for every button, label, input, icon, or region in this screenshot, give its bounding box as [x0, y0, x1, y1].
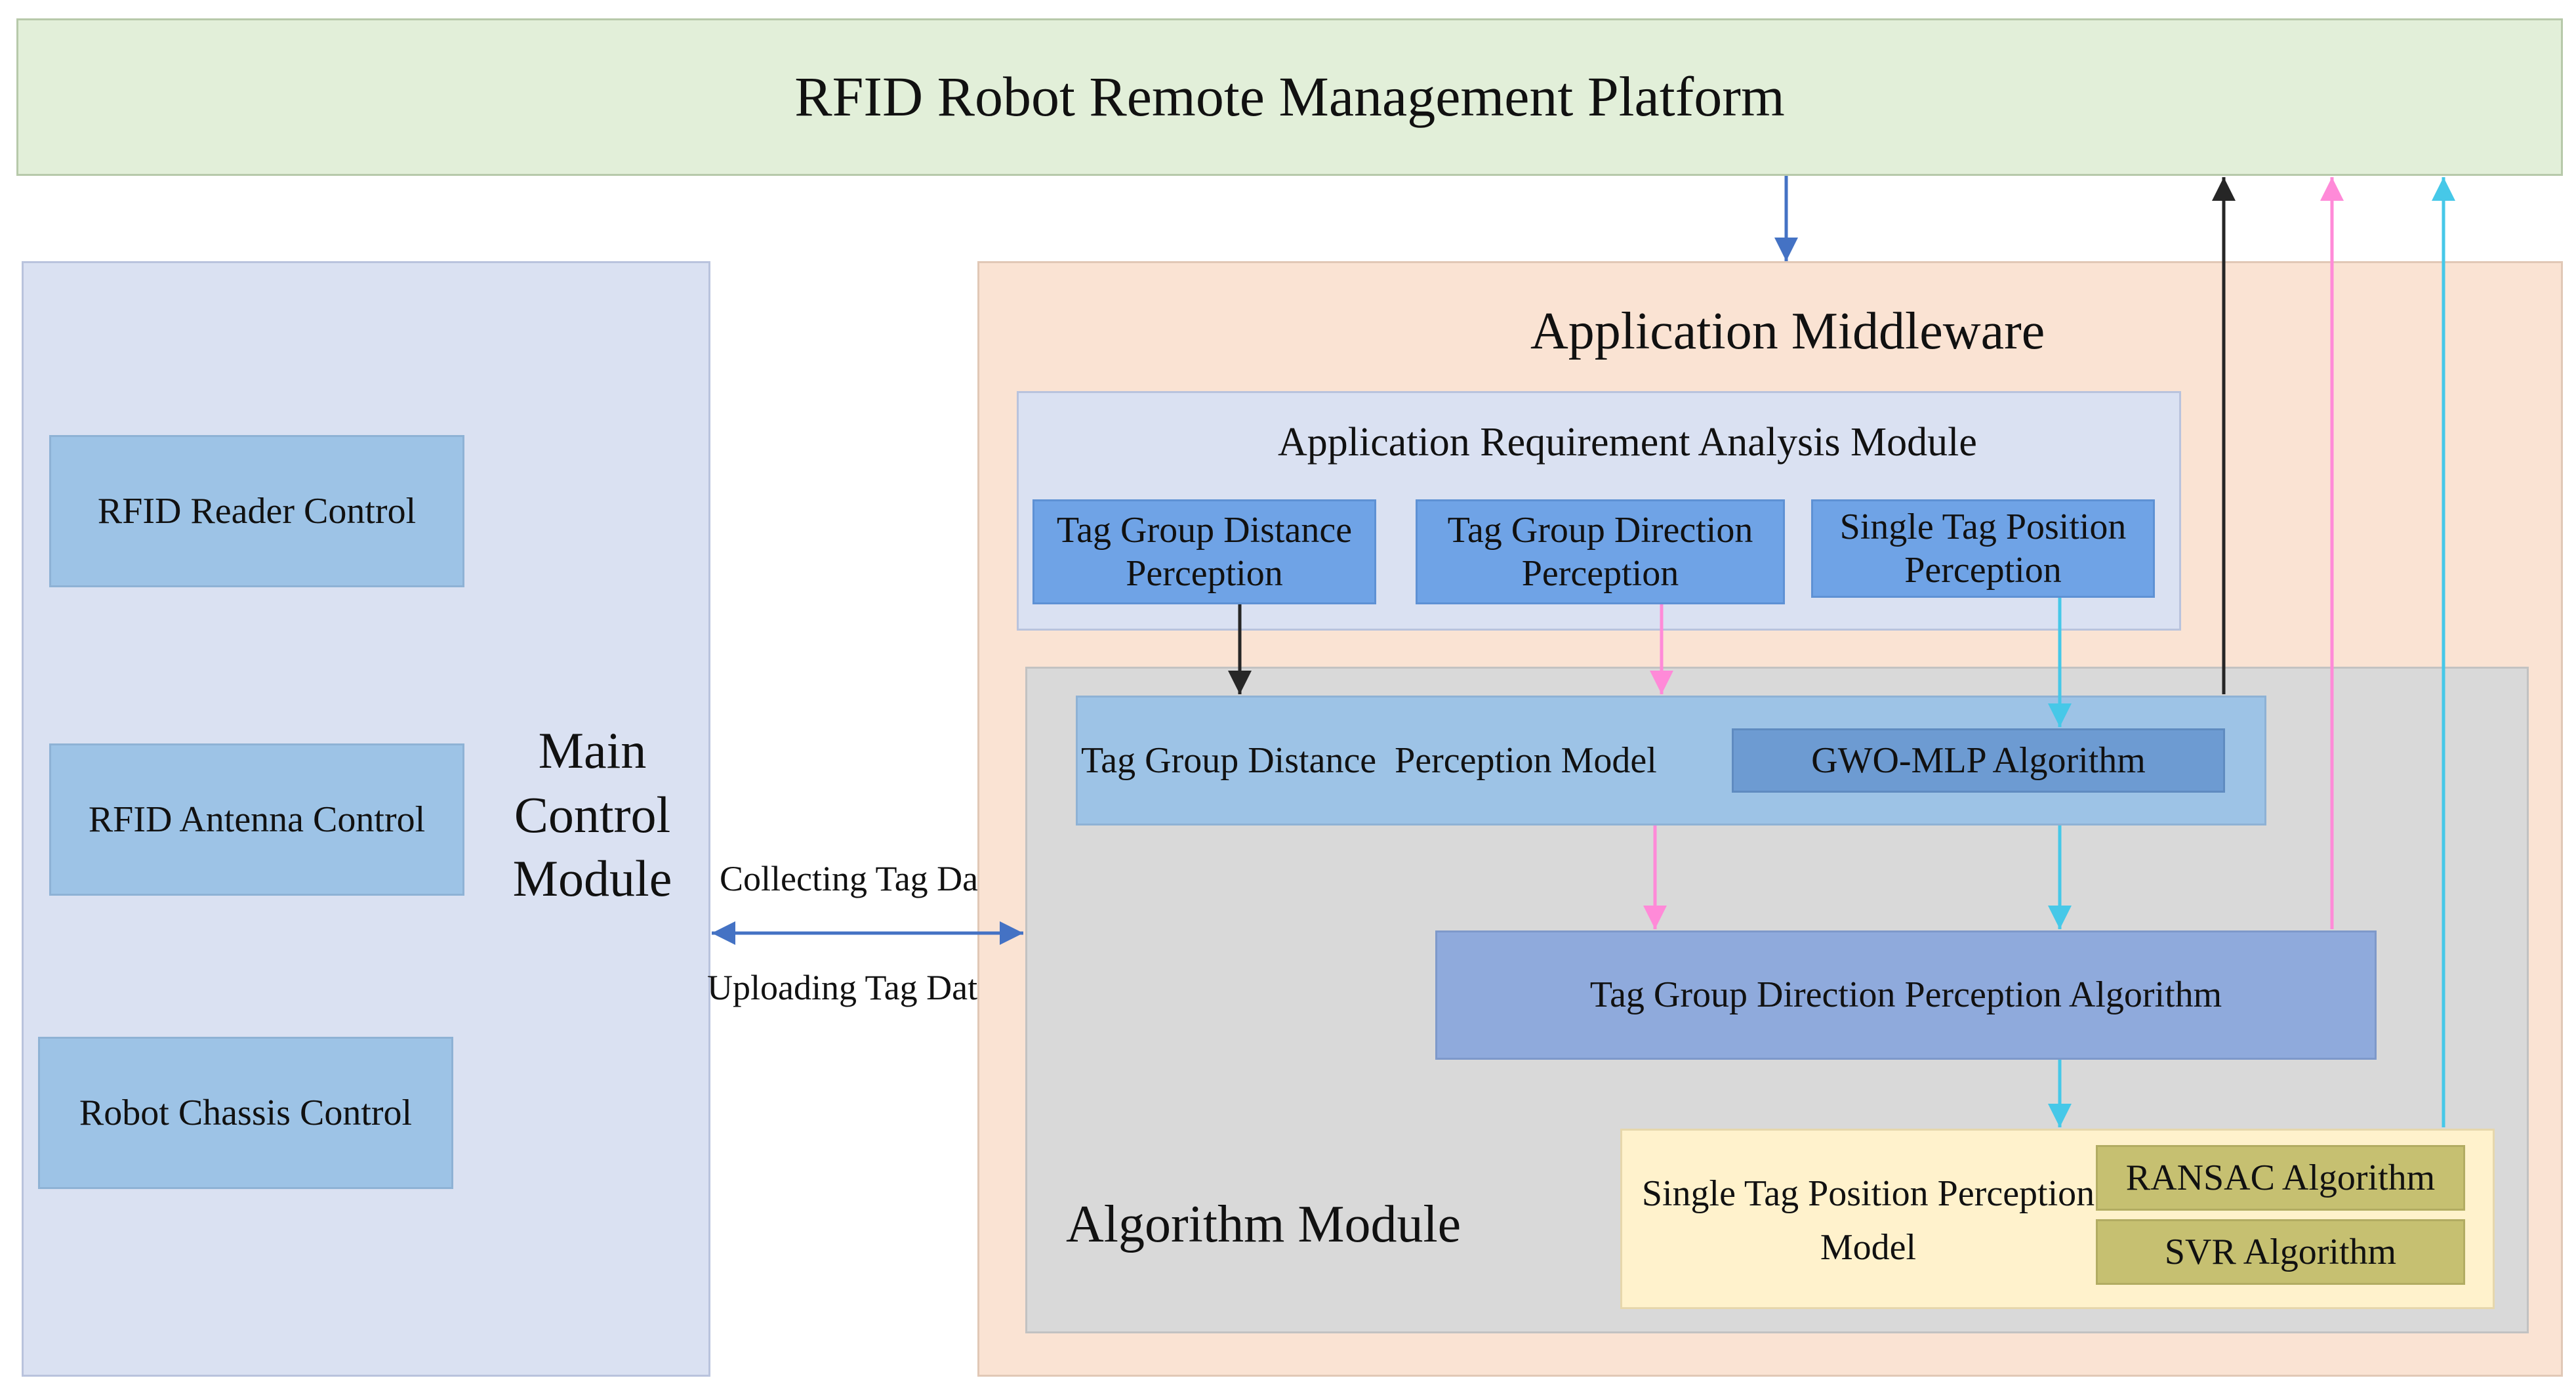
- single-tag-position-model-label: Single Tag Position Perception Model: [1641, 1173, 2095, 1268]
- tag-group-distance-perception-box: Tag Group Distance Perception: [1032, 499, 1376, 604]
- tag-group-distance-model-label: Tag Group Distance Perception Model: [1081, 740, 1657, 781]
- single-tag-position-perception-label: Single Tag Position Perception: [1839, 506, 2127, 591]
- ransac-algorithm-label: RANSAC Algorithm: [2125, 1157, 2436, 1198]
- gwo-mlp-algorithm-label: GWO-MLP Algorithm: [1811, 740, 2146, 781]
- tag-group-distance-perception-label: Tag Group Distance Perception: [1056, 509, 1353, 594]
- rfid-reader-control-label: RFID Reader Control: [97, 490, 417, 532]
- tag-group-direction-perception-label: Tag Group Direction Perception: [1447, 509, 1753, 594]
- uploading-tag-data-label: Uploading Tag Data: [707, 968, 994, 1007]
- remote-management-platform: RFID Robot Remote Management Platform: [16, 18, 2563, 176]
- algorithm-module-title: Algorithm Module: [1066, 1196, 1462, 1253]
- tag-group-direction-algorithm-box: Tag Group Direction Perception Algorithm: [1435, 930, 2377, 1060]
- rfid-antenna-control-label: RFID Antenna Control: [88, 799, 426, 840]
- svr-algorithm-box: SVR Algorithm: [2096, 1219, 2465, 1285]
- ransac-algorithm-box: RANSAC Algorithm: [2096, 1145, 2465, 1211]
- collecting-tag-data-label: Collecting Tag Data: [720, 859, 1004, 898]
- tag-group-direction-perception-box: Tag Group Direction Perception: [1416, 499, 1785, 604]
- robot-chassis-control-box: Robot Chassis Control: [38, 1037, 453, 1189]
- requirement-analysis-title: Application Requirement Analysis Module: [1278, 420, 1977, 465]
- gwo-mlp-algorithm-box: GWO-MLP Algorithm: [1732, 728, 2225, 793]
- single-tag-position-perception-box: Single Tag Position Perception: [1811, 499, 2155, 598]
- platform-title: RFID Robot Remote Management Platform: [794, 65, 1785, 129]
- rfid-reader-control-box: RFID Reader Control: [49, 435, 464, 587]
- robot-chassis-control-label: Robot Chassis Control: [79, 1092, 413, 1133]
- main-control-module-title: Main Control Module: [512, 722, 672, 907]
- tag-group-direction-algorithm-label: Tag Group Direction Perception Algorithm: [1589, 974, 2222, 1016]
- rfid-antenna-control-box: RFID Antenna Control: [49, 743, 464, 896]
- application-middleware-title: Application Middleware: [1530, 303, 2045, 360]
- svr-algorithm-label: SVR Algorithm: [2164, 1231, 2397, 1272]
